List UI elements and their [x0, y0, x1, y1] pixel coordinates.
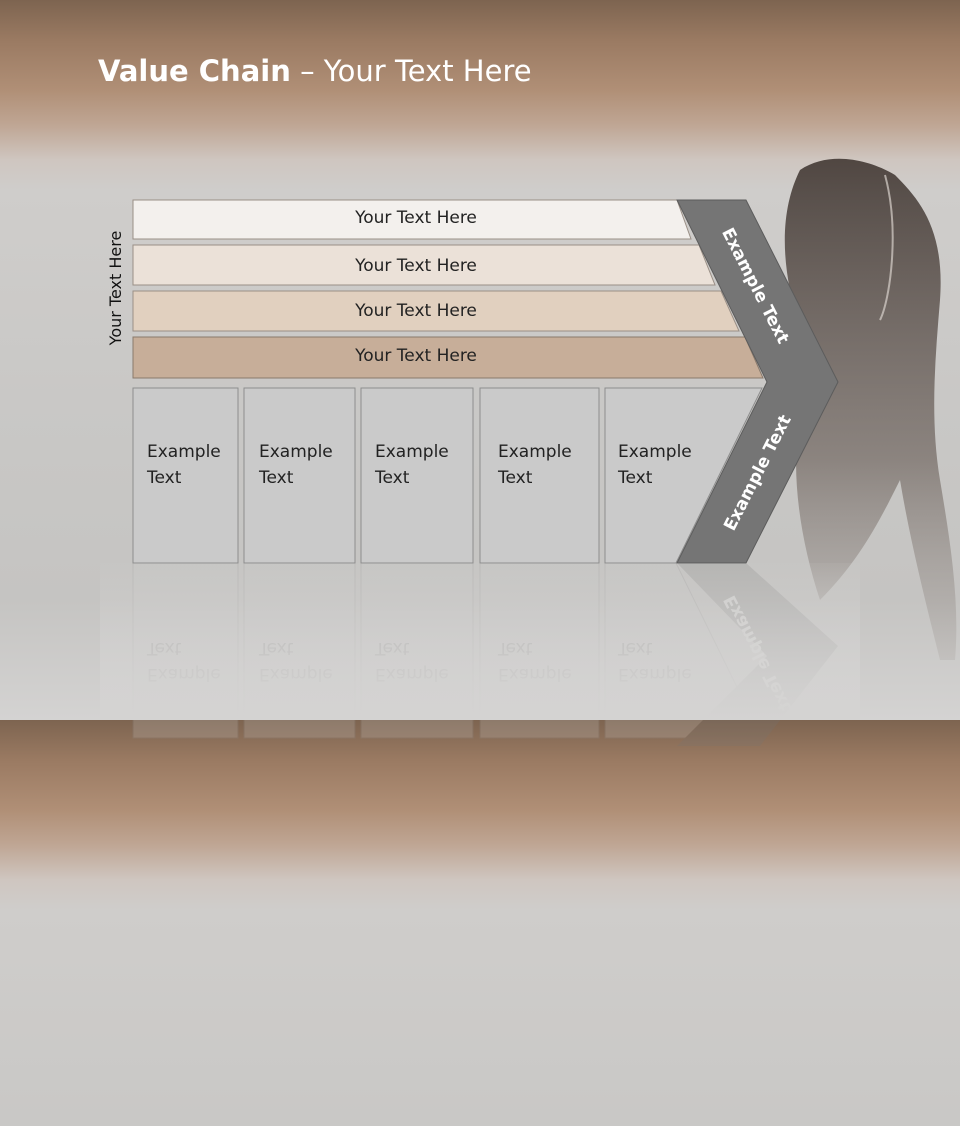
- band-4-shape[interactable]: [132, 336, 764, 379]
- column-2-box[interactable]: [243, 387, 356, 564]
- band-2-label: Your Text Here: [355, 256, 477, 276]
- column-1-box[interactable]: [132, 387, 239, 564]
- band-1-label: Your Text Here: [355, 208, 477, 228]
- value-chain-diagram: [132, 199, 839, 564]
- slide-title: Value Chain – Your Text Here: [98, 54, 532, 88]
- band-3-label: Your Text Here: [355, 301, 477, 321]
- reflection-fade: [100, 563, 860, 720]
- title-bold: Value Chain: [98, 54, 291, 88]
- background-figure-image: [779, 158, 957, 661]
- band-3-shape[interactable]: [132, 290, 740, 332]
- band-1-shape[interactable]: [132, 199, 692, 240]
- column-3-box[interactable]: [360, 387, 474, 564]
- band-4-label: Your Text Here: [355, 346, 477, 366]
- band-2-shape[interactable]: [132, 244, 716, 286]
- column-4-box[interactable]: [479, 387, 600, 564]
- title-rest: – Your Text Here: [290, 54, 532, 88]
